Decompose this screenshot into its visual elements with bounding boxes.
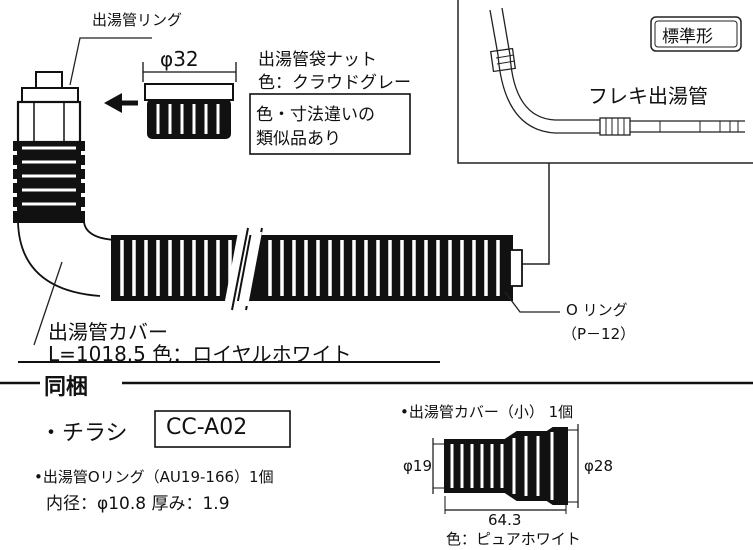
nut-diameter-label: φ32: [160, 47, 199, 71]
o-ring-leader: [504, 291, 560, 313]
notice-line-1: 色・寸法違いの: [256, 105, 375, 125]
notice-line-2: 類似品あり: [256, 129, 341, 149]
small-cover-dia-left: φ19: [403, 457, 432, 475]
nut-color-label: 色：クラウドグレー: [258, 73, 411, 93]
inset-leader-line: [515, 163, 550, 265]
cover-name-label: 出湯管カバー: [48, 320, 168, 344]
small-cover-color-label: 色：ピュアホワイト: [446, 530, 581, 548]
leaflet-code-box: [154, 410, 291, 448]
flex-pipe-label: フレキ出湯管: [588, 84, 708, 108]
bag-nut-drawing: [142, 62, 237, 139]
o-ring-size-label: （P－12）: [562, 325, 636, 343]
o-ring-label: O リング: [566, 301, 628, 319]
ring-leader-line: [69, 37, 152, 86]
cover-spec-label: L=1018.5 色：ロイヤルホワイト: [48, 342, 352, 366]
small-cover-dia-right: φ28: [584, 457, 613, 475]
standard-type-inset: [457, 0, 753, 164]
flex-pipe-drawing: [489, 7, 745, 136]
oring-dims-label: 内径：φ10.8 厚み：1.9: [46, 494, 230, 514]
nut-name-label: 出湯管袋ナット: [258, 50, 377, 70]
bundle-heading: 同梱: [44, 375, 89, 400]
notice-box: [249, 93, 411, 155]
elbow-outline: [17, 221, 116, 297]
small-cover-length: 64.3: [488, 511, 522, 529]
leaflet-code: CC-A02: [166, 415, 248, 440]
small-cover-drawing: [432, 424, 579, 514]
small-cover-item-label: •出湯管カバー（小） 1個: [400, 403, 574, 421]
leaflet-label: ・チラシ: [40, 421, 128, 446]
ring-top-label: 出湯管リング: [92, 11, 183, 29]
standard-type-badge: 標準形: [662, 27, 713, 47]
vertical-cover-section: [13, 71, 85, 223]
oring-item-label: •出湯管Oリング（AU19-166）1個: [34, 468, 274, 486]
cover-leader-line: [33, 261, 63, 346]
direction-arrow: [104, 93, 138, 113]
horizontal-cover-section: [111, 227, 523, 311]
